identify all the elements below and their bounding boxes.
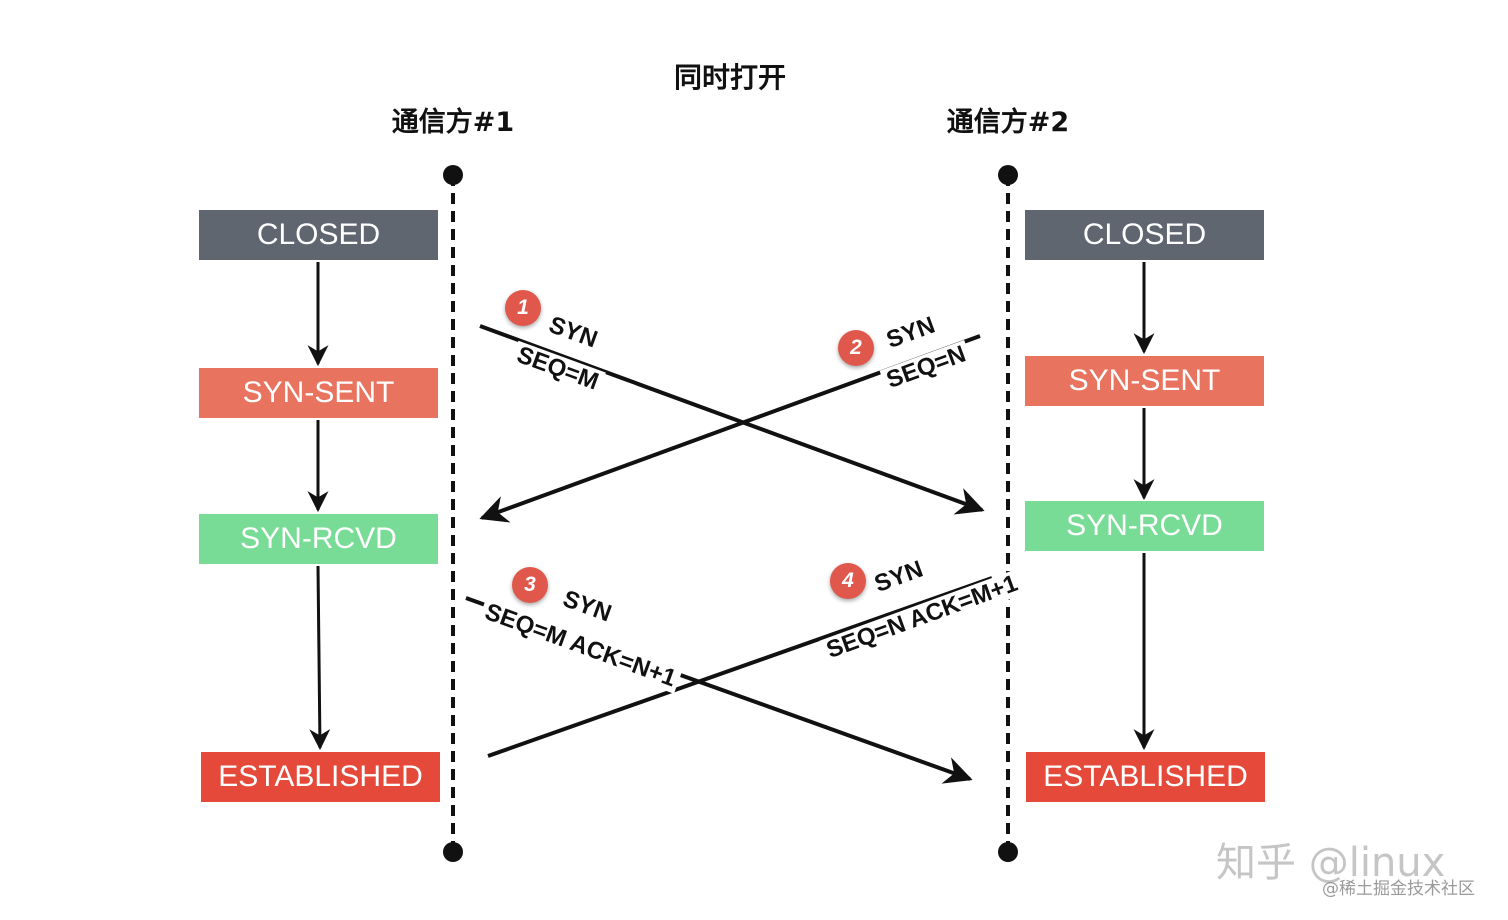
left-state-established: ESTABLISHED <box>201 752 440 802</box>
right-state-syn-sent: SYN-SENT <box>1025 356 1264 406</box>
left-state-syn-sent: SYN-SENT <box>199 368 438 418</box>
left-arrow-synrcvd-to-established <box>309 565 331 751</box>
lifeline-right-top-dot <box>998 165 1018 185</box>
message-1-badge: 1 <box>505 290 541 326</box>
lifeline-left-bottom-dot <box>443 842 463 862</box>
watermark-main: 知乎 @linux <box>1216 840 1446 886</box>
watermark-sub: @稀土掘金技术社区 <box>1322 879 1475 899</box>
left-state-closed: CLOSED <box>199 210 438 260</box>
diagram-title: 同时打开 <box>673 61 786 94</box>
right-state-established: ESTABLISHED <box>1026 752 1265 802</box>
left-state-syn-rcvd: SYN-RCVD <box>199 514 438 564</box>
right-state-syn-rcvd: SYN-RCVD <box>1025 501 1264 551</box>
lifeline-left-top-dot <box>443 165 463 185</box>
party-left-label: 通信方#1 <box>391 107 515 138</box>
lifeline-right-bottom-dot <box>998 842 1018 862</box>
message-2-badge: 2 <box>838 330 874 366</box>
right-state-closed: CLOSED <box>1025 210 1264 260</box>
message-4-badge: 4 <box>830 563 866 599</box>
message-3-badge: 3 <box>512 567 548 603</box>
party-right-label: 通信方#2 <box>946 107 1070 138</box>
